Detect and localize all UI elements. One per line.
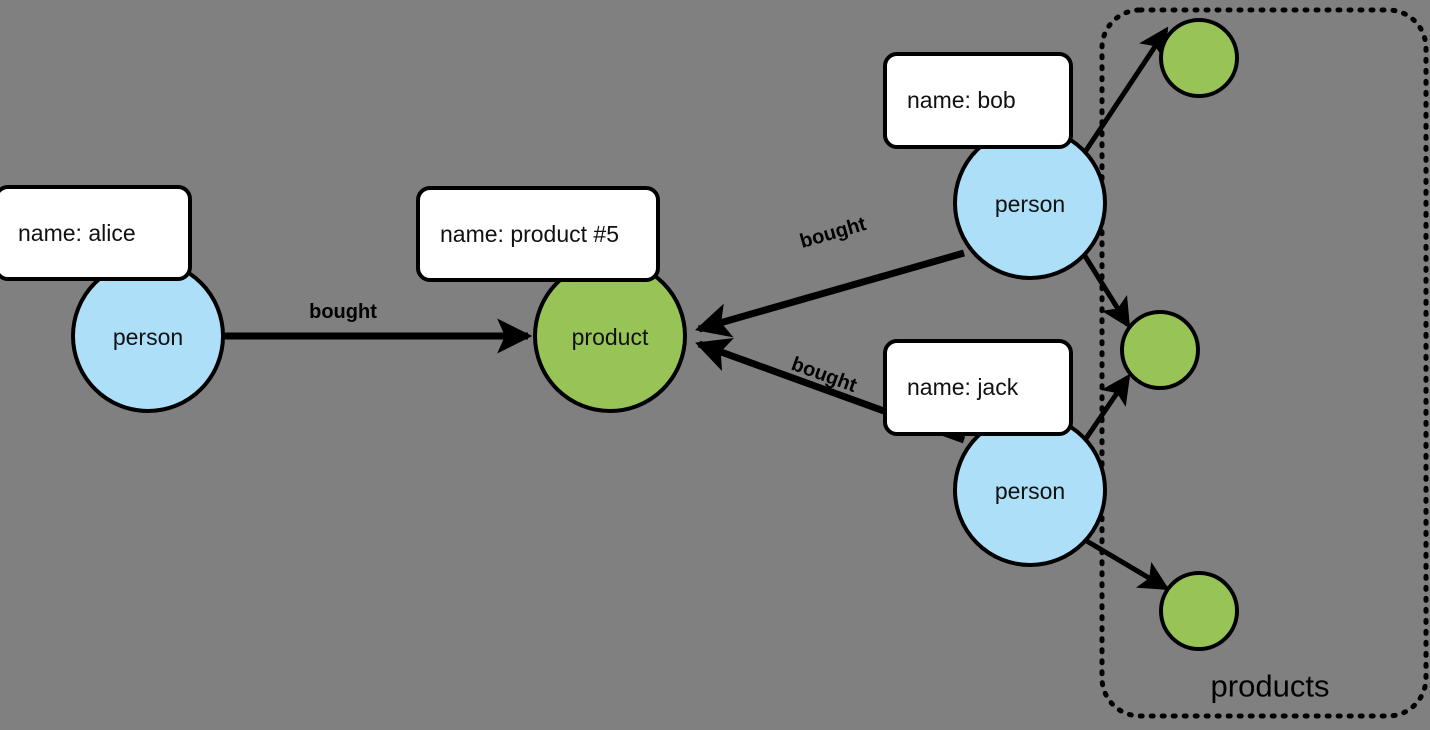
products-group-border — [1099, 7, 1429, 719]
products-group-label: products — [1211, 669, 1330, 704]
property-box-alice[interactable]: name: alice — [0, 185, 192, 281]
edge-label-bob-bought: bought — [797, 213, 869, 253]
edge-bob-bought-product — [694, 249, 965, 338]
node-jack-label: person — [995, 478, 1065, 504]
property-box-alice-text: name: alice — [18, 219, 136, 246]
edge-bob-to-product-mid — [1082, 254, 1131, 329]
property-box-bob-text: name: bob — [907, 87, 1016, 113]
edge-bob-to-product-top — [1082, 26, 1169, 154]
property-box-jack[interactable]: name: jack — [883, 339, 1073, 436]
node-alice-label: person — [113, 324, 183, 350]
edge-jack-to-product-bot — [1083, 537, 1170, 591]
property-box-product-5-text: name: product #5 — [440, 220, 620, 247]
edge-label-alice-bought: bought — [309, 301, 377, 323]
product-node-bottom[interactable] — [1159, 571, 1239, 651]
product-node-top[interactable] — [1159, 18, 1239, 98]
node-bob-label: person — [995, 191, 1065, 217]
property-box-jack-text: name: jack — [907, 374, 1019, 400]
node-product-5-label: product — [572, 324, 649, 350]
property-box-bob[interactable]: name: bob — [883, 52, 1073, 149]
edge-jack-to-product-mid — [1082, 373, 1131, 442]
property-box-product-5[interactable]: name: product #5 — [416, 186, 660, 282]
product-node-middle[interactable] — [1120, 310, 1200, 390]
